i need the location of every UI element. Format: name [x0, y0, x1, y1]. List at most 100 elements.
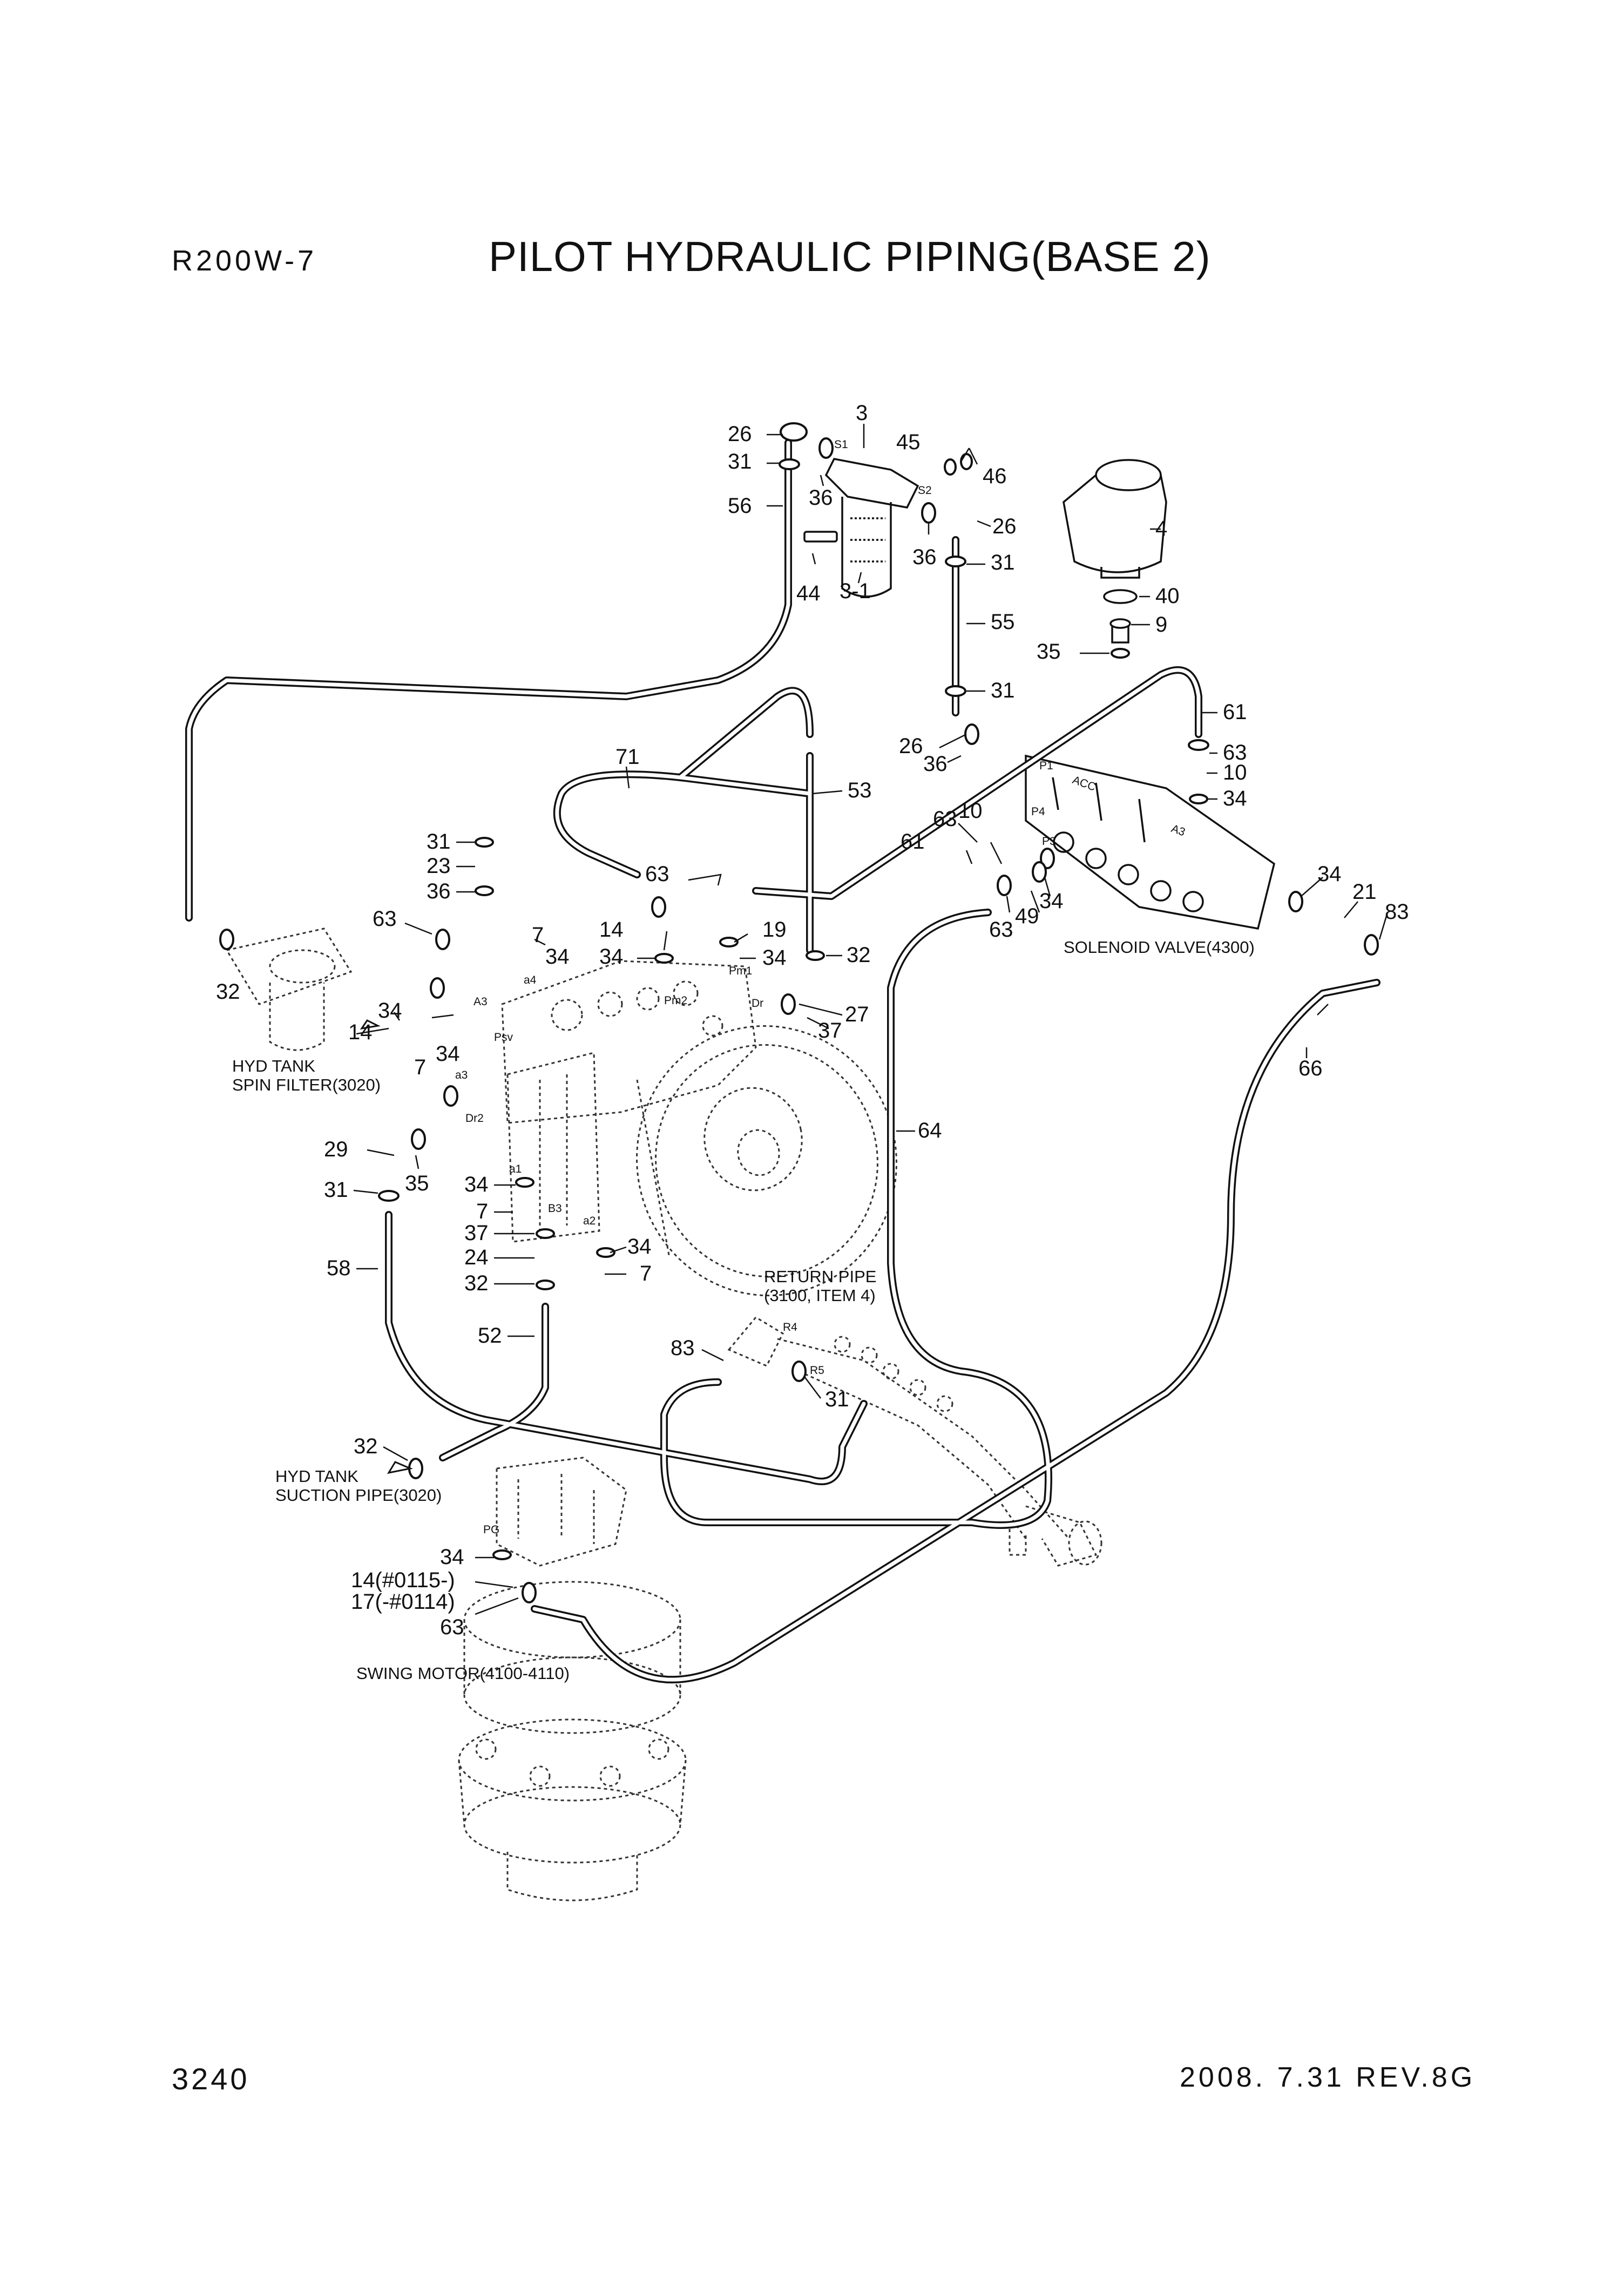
callout-63: 63 [989, 918, 1013, 942]
line-filter [803, 458, 919, 598]
callout-32: 32 [354, 1434, 378, 1458]
hose-66 [531, 979, 1381, 1684]
model-number: R200W-7 [172, 245, 317, 277]
callout-40: 40 [1155, 584, 1180, 608]
callout-37: 37 [464, 1221, 489, 1245]
callout-46: 46 [983, 464, 1007, 488]
callout-10: 10 [1223, 761, 1247, 784]
leader-lines [353, 424, 1389, 1615]
port-a3-upper: A3 [473, 996, 488, 1008]
callout-14: 14 [599, 918, 624, 942]
callout-32: 32 [216, 980, 240, 1004]
hose-61 [752, 666, 1202, 900]
spin-filter-outline [225, 928, 353, 1051]
port-a3-valve: A3 [1169, 822, 1187, 838]
callout-4: 4 [1155, 517, 1167, 540]
port-pm1: Pm1 [729, 965, 752, 977]
port-a4: a4 [524, 974, 537, 986]
port-a1: a1 [509, 1163, 522, 1175]
fittings [219, 422, 1379, 1603]
port-pg: PG [483, 1524, 499, 1536]
hose-58 [385, 1211, 868, 1485]
callout-63: 63 [440, 1615, 464, 1639]
port-p3: P3 [1042, 835, 1056, 848]
callout-34: 34 [1317, 862, 1342, 886]
callout-64: 64 [918, 1119, 942, 1142]
callout-71: 71 [615, 745, 640, 769]
arrows [360, 1019, 414, 1474]
callout-21: 21 [1352, 880, 1377, 904]
port-pm2: Pm2 [664, 994, 687, 1007]
callout-9: 9 [1155, 613, 1167, 637]
callout-66: 66 [1298, 1057, 1323, 1080]
arrow-to-spin-filter [360, 1019, 381, 1030]
callout-35: 35 [1037, 640, 1061, 664]
callout-29: 29 [324, 1138, 348, 1161]
port-s1: S1 [834, 438, 848, 451]
port-r5: R5 [810, 1364, 824, 1377]
callout-56: 56 [728, 494, 752, 518]
callout-34: 34 [464, 1173, 489, 1196]
callout-34: 34 [599, 945, 624, 969]
callout-49: 49 [1015, 904, 1039, 928]
callout-63: 63 [645, 862, 669, 886]
note-swing-motor: SWING MOTOR(4100-4110) [356, 1664, 570, 1683]
callout-26: 26 [899, 734, 923, 758]
callout-36: 36 [912, 545, 937, 569]
callout-52: 52 [478, 1324, 502, 1348]
callout-83: 83 [671, 1336, 695, 1360]
callout-24: 24 [464, 1245, 489, 1269]
callout-53: 53 [848, 779, 872, 802]
component-notes: SOLENOID VALVE(4300) HYD TANK SPIN FILTE… [232, 938, 1255, 1683]
callout-34: 34 [1039, 889, 1064, 913]
port-dr2: Dr2 [465, 1112, 484, 1125]
callout-31: 31 [728, 450, 752, 473]
revision-date: 2008. 7.31 REV.8G [1180, 2062, 1476, 2093]
callout-55: 55 [991, 610, 1015, 634]
callout-36: 36 [809, 486, 833, 510]
main-pump-outline [501, 960, 757, 1243]
port-p4: P4 [1031, 805, 1045, 818]
callout-63: 63 [933, 807, 957, 831]
port-a2: a2 [583, 1215, 596, 1227]
port-b3: B3 [548, 1202, 562, 1215]
callout-14: 14 [348, 1020, 373, 1044]
callout-45: 45 [896, 430, 921, 454]
callout-7: 7 [414, 1055, 426, 1079]
callout-34: 34 [1223, 787, 1247, 810]
callout-34: 34 [440, 1545, 464, 1569]
part-callouts: 3 26 31 56 36 44 3-1 45 46 26 36 31 55 3… [216, 401, 1409, 1639]
port-p1: P1 [1039, 760, 1053, 772]
callout-7: 7 [640, 1262, 652, 1285]
note-hyd-tank-suction-2: SUCTION PIPE(3020) [275, 1486, 442, 1505]
callout-34: 34 [545, 945, 570, 969]
callout-31: 31 [324, 1178, 348, 1202]
note-hyd-tank-spin-1: HYD TANK [232, 1057, 315, 1075]
callout-10: 10 [958, 799, 983, 823]
callout-34: 34 [378, 999, 402, 1023]
callout-44: 44 [796, 581, 821, 605]
callout-19: 19 [762, 918, 787, 942]
callout-36: 36 [427, 879, 451, 903]
page-title: PILOT HYDRAULIC PIPING(BASE 2) [489, 233, 1211, 280]
callout-63: 63 [373, 907, 397, 931]
callout-34: 34 [762, 946, 787, 970]
note-solenoid-valve: SOLENOID VALVE(4300) [1064, 938, 1255, 957]
callout-17-0114: 17(-#0114) [351, 1590, 455, 1614]
port-s2: S2 [918, 484, 932, 497]
callout-31: 31 [991, 679, 1015, 702]
port-a3: a3 [455, 1069, 468, 1081]
callout-26: 26 [728, 422, 752, 446]
callout-32: 32 [847, 943, 871, 967]
callout-34: 34 [627, 1235, 652, 1258]
callout-3-1: 3-1 [840, 579, 871, 603]
port-acc: ACC [1071, 774, 1098, 794]
callout-3: 3 [856, 401, 868, 425]
callout-32: 32 [464, 1271, 489, 1295]
callout-36: 36 [923, 752, 948, 776]
swing-motor-outline [458, 1457, 687, 1901]
solid-components [803, 458, 1275, 930]
return-pipe-outline [727, 1316, 1102, 1567]
hose-53 [676, 687, 814, 954]
